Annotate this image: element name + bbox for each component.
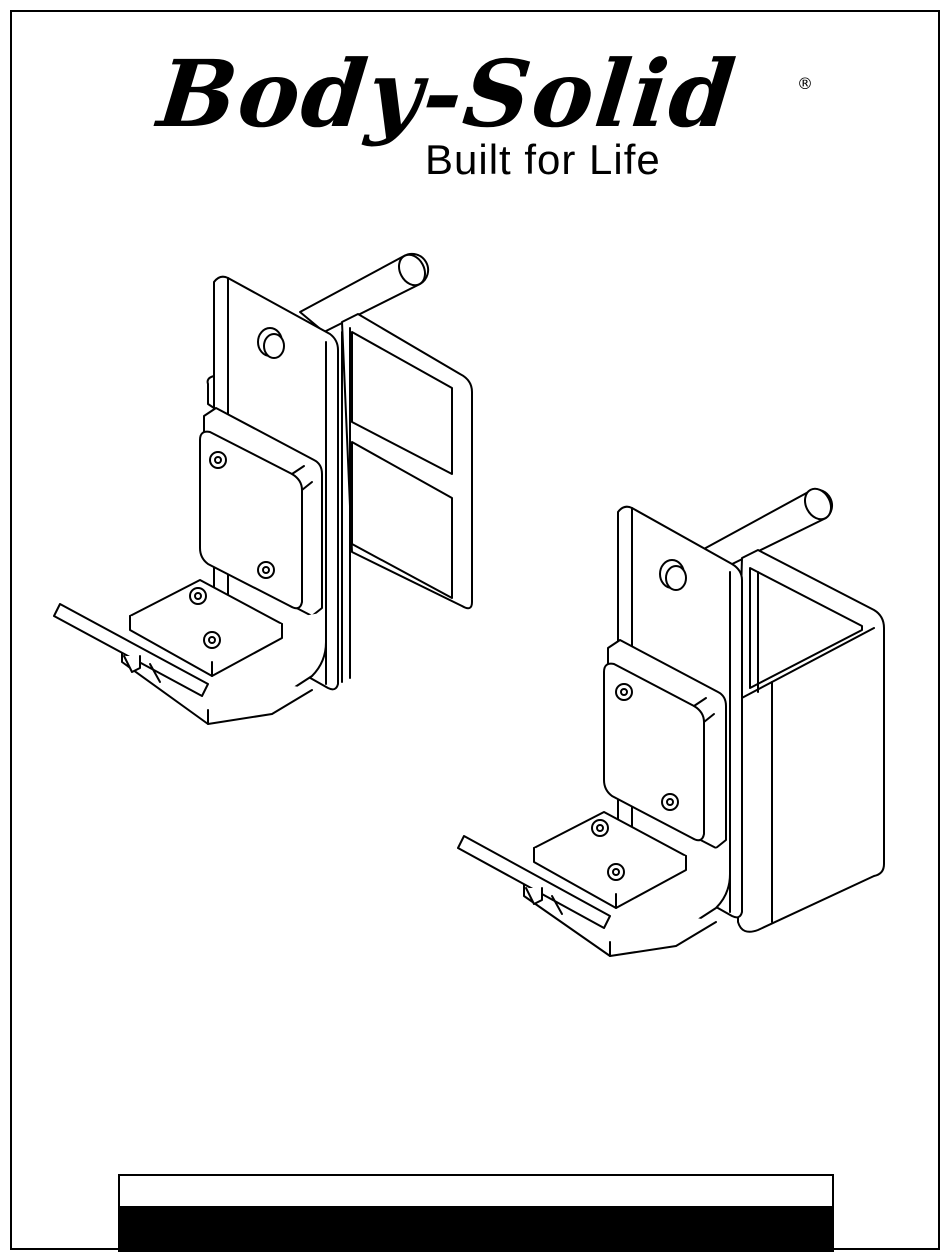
product-line-drawing (12, 12, 942, 1252)
attachment-right-drawing (458, 484, 884, 956)
title-band (120, 1206, 832, 1250)
manual-cover: Body-Solid ® Built for Life (10, 10, 940, 1250)
attachment-left-drawing (54, 250, 472, 724)
title-bar (118, 1174, 834, 1252)
